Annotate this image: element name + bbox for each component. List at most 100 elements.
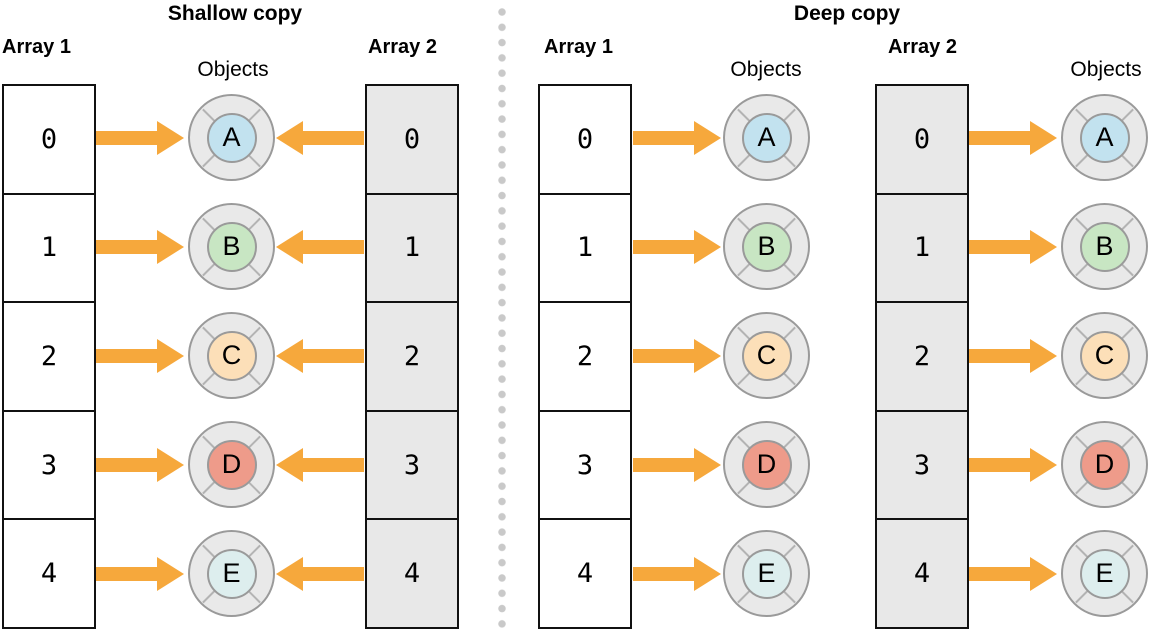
object-letter: A bbox=[741, 112, 792, 163]
arrow-shaft bbox=[633, 349, 695, 363]
arrow-shaft bbox=[302, 349, 364, 363]
array-cell: 1 bbox=[4, 195, 94, 304]
object-letter: E bbox=[741, 548, 792, 599]
arrow-head bbox=[157, 339, 184, 373]
arrow-shaft bbox=[969, 240, 1031, 254]
reference-arrow-left bbox=[276, 339, 364, 373]
array-cell: 4 bbox=[40, 558, 58, 590]
arrow-shaft bbox=[633, 567, 695, 581]
array-cell: 3 bbox=[4, 412, 94, 521]
reference-arrow-right bbox=[969, 448, 1057, 482]
array-cell: 2 bbox=[367, 303, 457, 412]
array-cell: 1 bbox=[367, 195, 457, 304]
array-cell: 0 bbox=[4, 86, 94, 195]
array-cell: 1 bbox=[877, 195, 967, 304]
arrow-shaft bbox=[969, 131, 1031, 145]
arrow-head bbox=[694, 339, 721, 373]
object-node: A bbox=[1061, 94, 1148, 181]
arrow-shaft bbox=[96, 131, 158, 145]
reference-arrow-right bbox=[969, 121, 1057, 155]
arrow-shaft bbox=[302, 131, 364, 145]
arrow-head bbox=[157, 448, 184, 482]
object-letter: D bbox=[741, 439, 792, 490]
array-cell: 1 bbox=[540, 195, 630, 304]
object-node: C bbox=[188, 312, 275, 399]
arrow-head bbox=[1030, 339, 1057, 373]
array-cell: 0 bbox=[877, 86, 967, 195]
object-node: B bbox=[1061, 203, 1148, 290]
shallow-array2-arrows bbox=[276, 84, 364, 629]
array-cell: 4 bbox=[913, 558, 931, 590]
arrow-head bbox=[276, 121, 303, 155]
arrow-head bbox=[157, 557, 184, 591]
arrow-head bbox=[694, 121, 721, 155]
array-cell: 0 bbox=[367, 86, 457, 195]
object-letter: C bbox=[741, 330, 792, 381]
arrow-shaft bbox=[633, 240, 695, 254]
reference-arrow-right bbox=[633, 557, 721, 591]
deep-objects1-column: A B C D E bbox=[723, 84, 811, 629]
arrow-shaft bbox=[969, 567, 1031, 581]
object-letter: A bbox=[206, 112, 257, 163]
deep-array2-arrows bbox=[969, 84, 1057, 629]
reference-arrow-left bbox=[276, 121, 364, 155]
shallow-array1-label: Array 1 bbox=[2, 36, 71, 58]
object-node: B bbox=[188, 203, 275, 290]
array-cell: 0 bbox=[540, 86, 630, 195]
reference-arrow-right bbox=[633, 121, 721, 155]
arrow-head bbox=[1030, 121, 1057, 155]
array-cell: 4 bbox=[576, 558, 594, 590]
deep-array1-arrows bbox=[633, 84, 721, 629]
arrow-head bbox=[1030, 230, 1057, 264]
reference-arrow-right bbox=[969, 339, 1057, 373]
array-cell: 3 bbox=[540, 412, 630, 521]
arrow-head bbox=[276, 448, 303, 482]
reference-arrow-right bbox=[633, 230, 721, 264]
reference-arrow-right bbox=[96, 339, 184, 373]
arrow-shaft bbox=[302, 567, 364, 581]
deep-array1-label: Array 1 bbox=[544, 36, 613, 58]
reference-arrow-right bbox=[96, 230, 184, 264]
object-letter: B bbox=[1079, 221, 1130, 272]
arrow-shaft bbox=[969, 458, 1031, 472]
reference-arrow-right bbox=[96, 557, 184, 591]
object-node: D bbox=[1061, 421, 1148, 508]
arrow-head bbox=[276, 557, 303, 591]
array-cell: 2 bbox=[540, 303, 630, 412]
object-letter: B bbox=[206, 221, 257, 272]
arrow-shaft bbox=[96, 458, 158, 472]
arrow-head bbox=[694, 557, 721, 591]
object-letter: D bbox=[206, 439, 257, 490]
object-node: E bbox=[723, 530, 810, 617]
object-letter: C bbox=[1079, 330, 1130, 381]
reference-arrow-right bbox=[969, 230, 1057, 264]
object-letter: E bbox=[206, 548, 257, 599]
arrow-shaft bbox=[969, 349, 1031, 363]
deep-objects1-label: Objects bbox=[730, 58, 802, 81]
reference-arrow-right bbox=[96, 448, 184, 482]
object-letter: B bbox=[741, 221, 792, 272]
reference-arrow-right bbox=[633, 448, 721, 482]
arrow-head bbox=[1030, 557, 1057, 591]
arrow-shaft bbox=[96, 240, 158, 254]
arrow-shaft bbox=[96, 567, 158, 581]
reference-arrow-right bbox=[969, 557, 1057, 591]
deep-objects2-label: Objects bbox=[1070, 58, 1142, 81]
object-node: D bbox=[723, 421, 810, 508]
object-node: A bbox=[723, 94, 810, 181]
array-cell: 2 bbox=[877, 303, 967, 412]
array-cell: 3 bbox=[367, 412, 457, 521]
shallow-objects-label: Objects bbox=[197, 58, 269, 81]
arrow-head bbox=[157, 230, 184, 264]
shallow-copy-title: Shallow copy bbox=[167, 2, 303, 25]
arrow-head bbox=[694, 230, 721, 264]
reference-arrow-left bbox=[276, 448, 364, 482]
arrow-shaft bbox=[96, 349, 158, 363]
deep-copy-title: Deep copy bbox=[793, 2, 901, 25]
